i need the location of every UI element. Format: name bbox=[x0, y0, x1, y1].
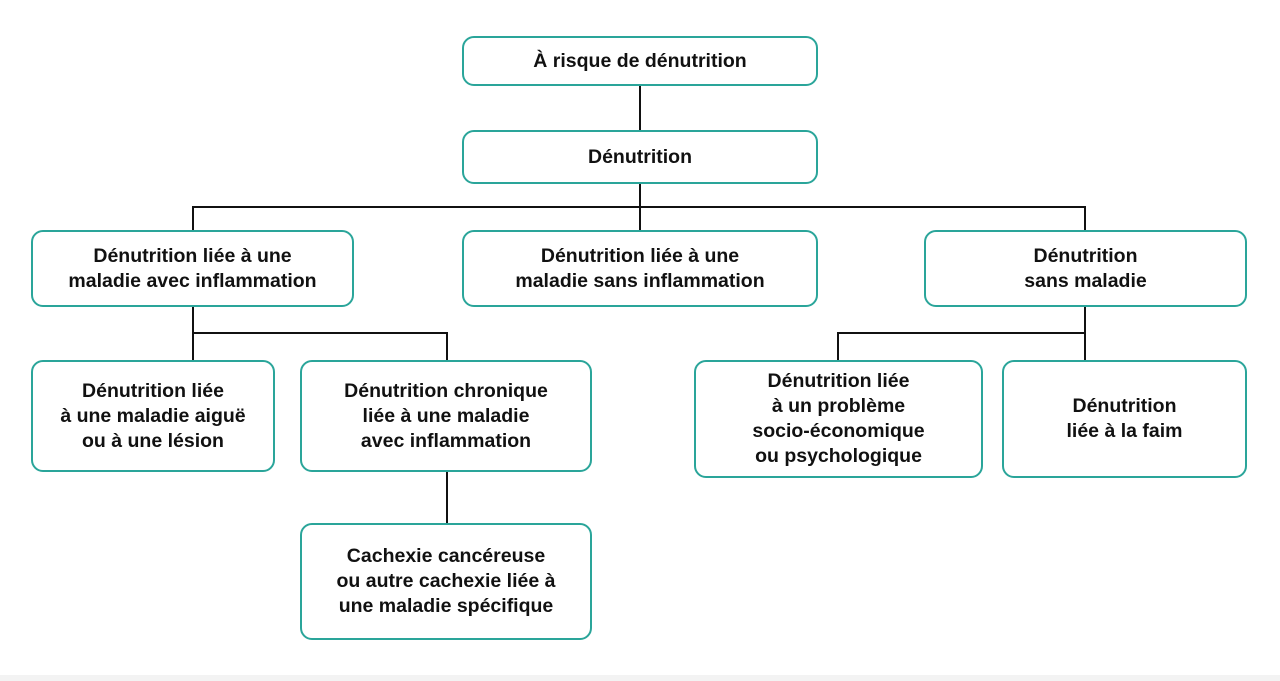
node-socioeconomic-label: Dénutrition liée à un problème socio-éco… bbox=[752, 370, 925, 467]
node-no-disease-label: Dénutrition sans maladie bbox=[1024, 244, 1147, 292]
node-acute-disease: Dénutrition liée à une maladie aiguë ou … bbox=[31, 360, 275, 472]
node-no-disease: Dénutrition sans maladie bbox=[924, 230, 1247, 307]
node-hunger-label: Dénutrition liée à la faim bbox=[1066, 395, 1183, 442]
bottom-strip bbox=[0, 675, 1280, 681]
node-cachexia-label: Cachexie cancéreuse ou autre cachexie li… bbox=[336, 545, 556, 617]
node-at-risk-label: À risque de dénutrition bbox=[533, 49, 747, 72]
node-malnutrition-label: Dénutrition bbox=[588, 145, 692, 168]
node-at-risk: À risque de dénutrition bbox=[462, 36, 818, 86]
node-malnutrition: Dénutrition bbox=[462, 130, 818, 184]
node-socioeconomic: Dénutrition liée à un problème socio-éco… bbox=[694, 360, 983, 478]
node-disease-no-inflammation-label: Dénutrition liée à une maladie sans infl… bbox=[515, 244, 765, 292]
node-hunger: Dénutrition liée à la faim bbox=[1002, 360, 1247, 478]
node-acute-disease-label: Dénutrition liée à une maladie aiguë ou … bbox=[60, 379, 246, 452]
node-disease-inflammation-label: Dénutrition liée à une maladie avec infl… bbox=[68, 244, 317, 292]
node-chronic-disease-label: Dénutrition chronique liée à une maladie… bbox=[344, 379, 548, 452]
node-disease-inflammation: Dénutrition liée à une maladie avec infl… bbox=[31, 230, 354, 307]
node-chronic-disease: Dénutrition chronique liée à une maladie… bbox=[300, 360, 592, 472]
node-disease-no-inflammation: Dénutrition liée à une maladie sans infl… bbox=[462, 230, 818, 307]
node-cachexia: Cachexie cancéreuse ou autre cachexie li… bbox=[300, 523, 592, 640]
